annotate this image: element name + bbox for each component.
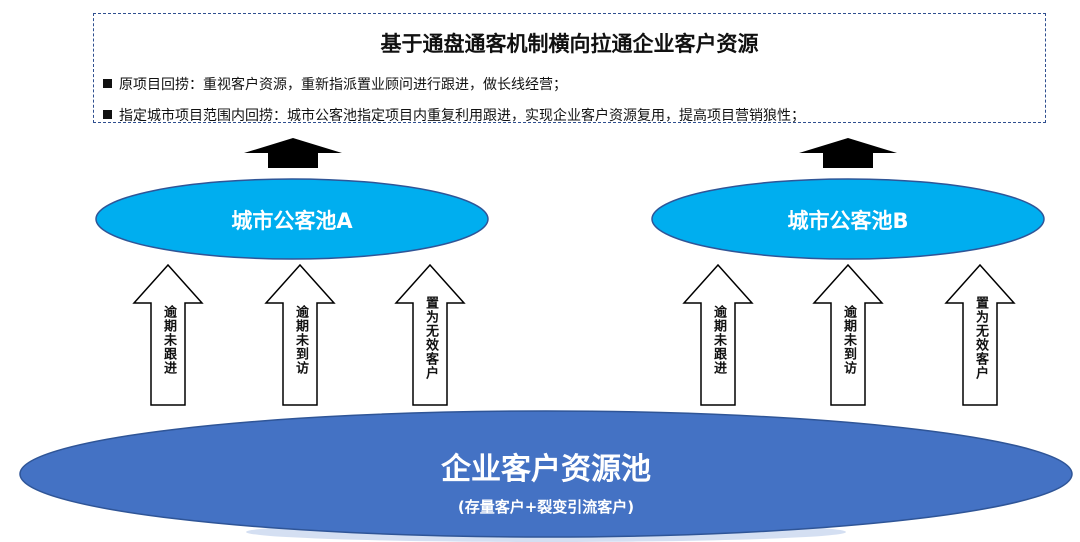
enterprise-pool-subtitle: (存量客户+裂变引流客户) (457, 498, 635, 516)
arrow-label-2: 逾期未到访 (293, 305, 308, 375)
bullet-square-icon (103, 79, 112, 88)
up-arrow-icon-left (244, 138, 342, 168)
city-pool-b-shape (651, 178, 1045, 260)
arrow-label-4: 逾期未跟进 (711, 305, 726, 375)
strategy-box: 基于通盘通客机制横向拉通企业客户资源 原项目回捞：重视客户资源，重新指派置业顾问… (93, 13, 1046, 125)
up-arrow-icon-right (799, 138, 897, 168)
strategy-bullet-2: 指定城市项目范围内回捞：城市公客池指定项目内重复利用跟进，实现企业客户资源复用，… (103, 105, 805, 125)
enterprise-pool-label: 企业客户资源池 (441, 452, 651, 487)
hollow-arrow-3 (394, 263, 466, 406)
strategy-bullet-1-text: 原项目回捞：重视客户资源，重新指派置业顾问进行跟进，做长线经营； (119, 77, 567, 93)
hollow-arrow-6 (944, 263, 1016, 406)
bullet-square-icon (103, 110, 112, 119)
arrow-label-6: 置为无效客户 (973, 296, 988, 380)
city-pool-a-label: 城市公客池A (231, 209, 353, 233)
strategy-bullet-2-text: 指定城市项目范围内回捞：城市公客池指定项目内重复利用跟进，实现企业客户资源复用，… (119, 108, 805, 124)
hollow-arrow-4 (682, 263, 754, 406)
city-pool-b-label: 城市公客池B (787, 209, 909, 233)
hollow-arrow-5 (812, 263, 884, 406)
strategy-bullet-1: 原项目回捞：重视客户资源，重新指派置业顾问进行跟进，做长线经营； (103, 74, 567, 94)
arrow-label-1: 逾期未跟进 (161, 305, 176, 375)
arrow-label-3: 置为无效客户 (423, 296, 438, 380)
hollow-arrow-2 (264, 263, 336, 406)
city-pool-a-shape (95, 178, 489, 260)
arrow-label-5: 逾期未到访 (841, 305, 856, 375)
strategy-title: 基于通盘通客机制横向拉通企业客户资源 (380, 32, 759, 56)
hollow-arrow-1 (132, 263, 204, 406)
enterprise-pool-shape (19, 410, 1073, 538)
